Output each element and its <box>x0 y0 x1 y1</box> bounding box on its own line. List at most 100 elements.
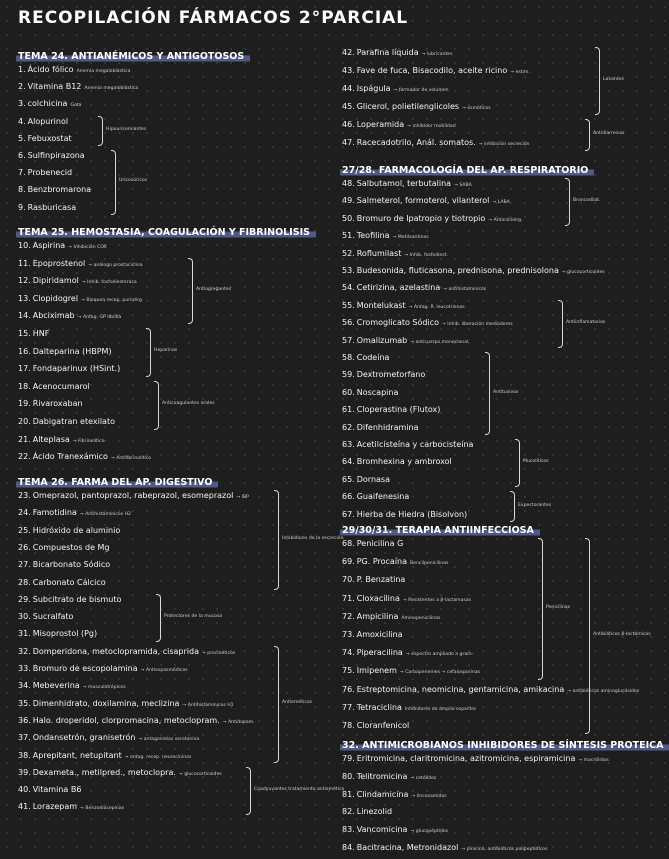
drug-number: 1. <box>18 65 26 74</box>
drug-number: 72. <box>342 611 355 621</box>
drug-name: Cloperastina (Flutox) <box>356 405 441 415</box>
drug-name: Acetilcisteína y carbocisteína <box>356 440 474 449</box>
drug-note: → Resistentes a β-lactamasas <box>402 597 472 603</box>
drug-name: Tetraciclina <box>356 702 402 712</box>
drug-name: Ampicilina <box>356 611 399 621</box>
drug-number: 10. <box>18 241 31 250</box>
drug-item: 10.Aspirina→ Inhibición COX <box>18 237 107 257</box>
drug-number: 70. <box>342 575 355 585</box>
drug-number: 25. <box>18 525 31 535</box>
drug-name: Abciximab <box>32 311 75 321</box>
drug-item: 18.Acenocumarol <box>18 378 90 396</box>
drug-note: → macrólidos <box>578 758 609 763</box>
drug-note: → musculotrópicos <box>82 685 126 691</box>
drug-number: 48. <box>342 179 355 188</box>
drug-number: 84. <box>342 843 355 852</box>
drug-name: Racecadotrilo, Anál. somatos. <box>356 138 476 147</box>
drug-number: 14. <box>18 311 31 321</box>
drug-item: 54.Cetirizina, azelastina→ antihistamíni… <box>342 279 486 298</box>
drug-item: 49.Salmeterol, formoterol, vilanterol→ L… <box>342 192 510 211</box>
drug-item: 81.Clindamicina→ lincosamidas <box>342 786 447 806</box>
drug-note: Anemia megaloblástica <box>76 69 131 74</box>
drug-number: 3. <box>18 99 26 109</box>
drug-name: HNF <box>32 329 50 338</box>
drug-note: → glucocorticoides <box>561 270 605 275</box>
drug-name: Salbutamol, terbutalina <box>356 179 452 188</box>
drug-note: → Antidopam. <box>222 719 255 725</box>
drug-item: 11.Epoprostenol→ análogo prostaciclina <box>18 255 143 275</box>
drug-name: Halo. droperidol, clorpromacina, metoclo… <box>32 715 220 725</box>
drug-number: 64. <box>342 457 355 467</box>
drug-name: PG. Procaína <box>356 557 408 567</box>
drug-item: 70.P. Benzatina <box>342 571 405 589</box>
drug-name: Probenecid <box>27 168 73 178</box>
drug-item: 41.Lorazepam→ Benzodiacepinas <box>18 798 124 817</box>
section-title: 29/30/31. TERAPIA ANTIINFECCIOSA <box>340 523 540 537</box>
drug-number: 61. <box>342 405 355 415</box>
drug-name: Acenocumarol <box>32 381 90 391</box>
drug-note: → antag. recep. neurocininas <box>124 754 192 760</box>
drug-item: 67.Hierba de Hiedra (Bisolvon) <box>342 506 467 523</box>
drug-item: 47.Racecadotrilo, Anál. somatos.→ inhibi… <box>342 134 529 154</box>
drug-name: Omeprazol, pantoprazol, rabeprazol, esom… <box>32 491 234 500</box>
drug-note: → Antag. GP IIb/IIIa <box>77 315 122 321</box>
drug-item: 28.Carbonato Cálcico <box>18 574 106 591</box>
drug-number: 52. <box>342 248 355 258</box>
group-brace <box>585 538 590 735</box>
drug-name: Dextrometorfano <box>356 370 426 380</box>
drug-number: 19. <box>18 399 31 409</box>
group-brace <box>558 299 563 348</box>
drug-item: 6.Sulfinpirazona <box>18 147 85 164</box>
drug-name: Alopurinol <box>27 116 69 126</box>
drug-item: 68.Penicilina G <box>342 535 403 553</box>
drug-item: 19.Rivaroxaban <box>18 395 83 413</box>
group-label: Inhibidores de la secreción <box>282 535 344 541</box>
drug-number: 77. <box>342 702 355 712</box>
drug-note: → Antiespasmódicos <box>140 668 188 673</box>
section-tema-27-28: 27/28. FARMACOLOGÍA DEL AP. RESPIRATORIO… <box>340 158 605 522</box>
drug-number: 65. <box>342 474 355 484</box>
drug-item: 50.Bromuro de Ipatropio y tiotropio→ Ant… <box>342 210 523 229</box>
drug-number: 31. <box>18 629 31 639</box>
drug-number: 43. <box>342 66 355 75</box>
drug-number: 32. <box>18 646 31 656</box>
group-label: Anticoagulantes orales <box>162 401 215 407</box>
drug-item: 16.Dalteparina (HBPM) <box>18 343 112 361</box>
drug-number: 13. <box>18 293 31 303</box>
drug-number: 7. <box>18 168 26 178</box>
drug-item: 17.Fondaparinux (HSint.) <box>18 360 120 378</box>
drug-name: Benzbromarona <box>27 185 92 195</box>
drug-number: 5. <box>18 133 26 143</box>
drug-number: 36. <box>18 715 31 725</box>
drug-note: → Anticolinérg. <box>488 217 523 223</box>
drug-number: 56. <box>342 318 355 328</box>
drug-name: Bacitracina, Metronidazol <box>356 843 459 852</box>
drug-item: 37.Ondansetrón, granisetrón→ antagonista… <box>18 729 199 748</box>
drug-item: 40.Vitamina B6 <box>18 781 81 798</box>
group-label: Protectores de la mucosa <box>164 613 223 619</box>
drug-note: → Antihistamínicos H2 <box>79 512 131 518</box>
drug-item: 26.Compuestos de Mg <box>18 539 110 556</box>
drug-name: Difenhidramina <box>356 422 419 432</box>
drug-number: 60. <box>342 387 355 397</box>
drug-item: 44.Ispágula→ formador de volumen <box>342 80 449 100</box>
drug-number: 39. <box>18 767 31 777</box>
drug-name: Parafina líquida <box>356 48 419 57</box>
drug-name: Penicilina G <box>356 539 404 548</box>
drug-note: → Inhib. fosfodiesterasa <box>81 280 137 286</box>
drug-item: 78.Cloranfenicol <box>342 717 409 735</box>
section-title: TEMA 25. HEMOSTASIA, COAGULACIÓN Y FIBRI… <box>16 225 316 239</box>
drug-item: 65.Dornasa <box>342 471 390 488</box>
drug-name: Dalteparina (HBPM) <box>32 346 112 356</box>
drug-name: Noscapina <box>356 387 399 397</box>
drug-note: → lubricantes <box>421 52 453 57</box>
drug-number: 51. <box>342 231 355 241</box>
drug-item: 23.Omeprazol, pantoprazol, rabeprazol, e… <box>18 487 249 506</box>
group-label: Uricosúricos <box>119 178 148 184</box>
drug-note: → Bloquea recep. purinérg. <box>81 297 144 303</box>
drug-number: 81. <box>342 789 355 799</box>
section-tema-32: 32. ANTIMICROBIANOS INHIBIDORES DE SÍNTE… <box>340 733 669 852</box>
drug-name: Dipiridamol <box>32 276 79 286</box>
